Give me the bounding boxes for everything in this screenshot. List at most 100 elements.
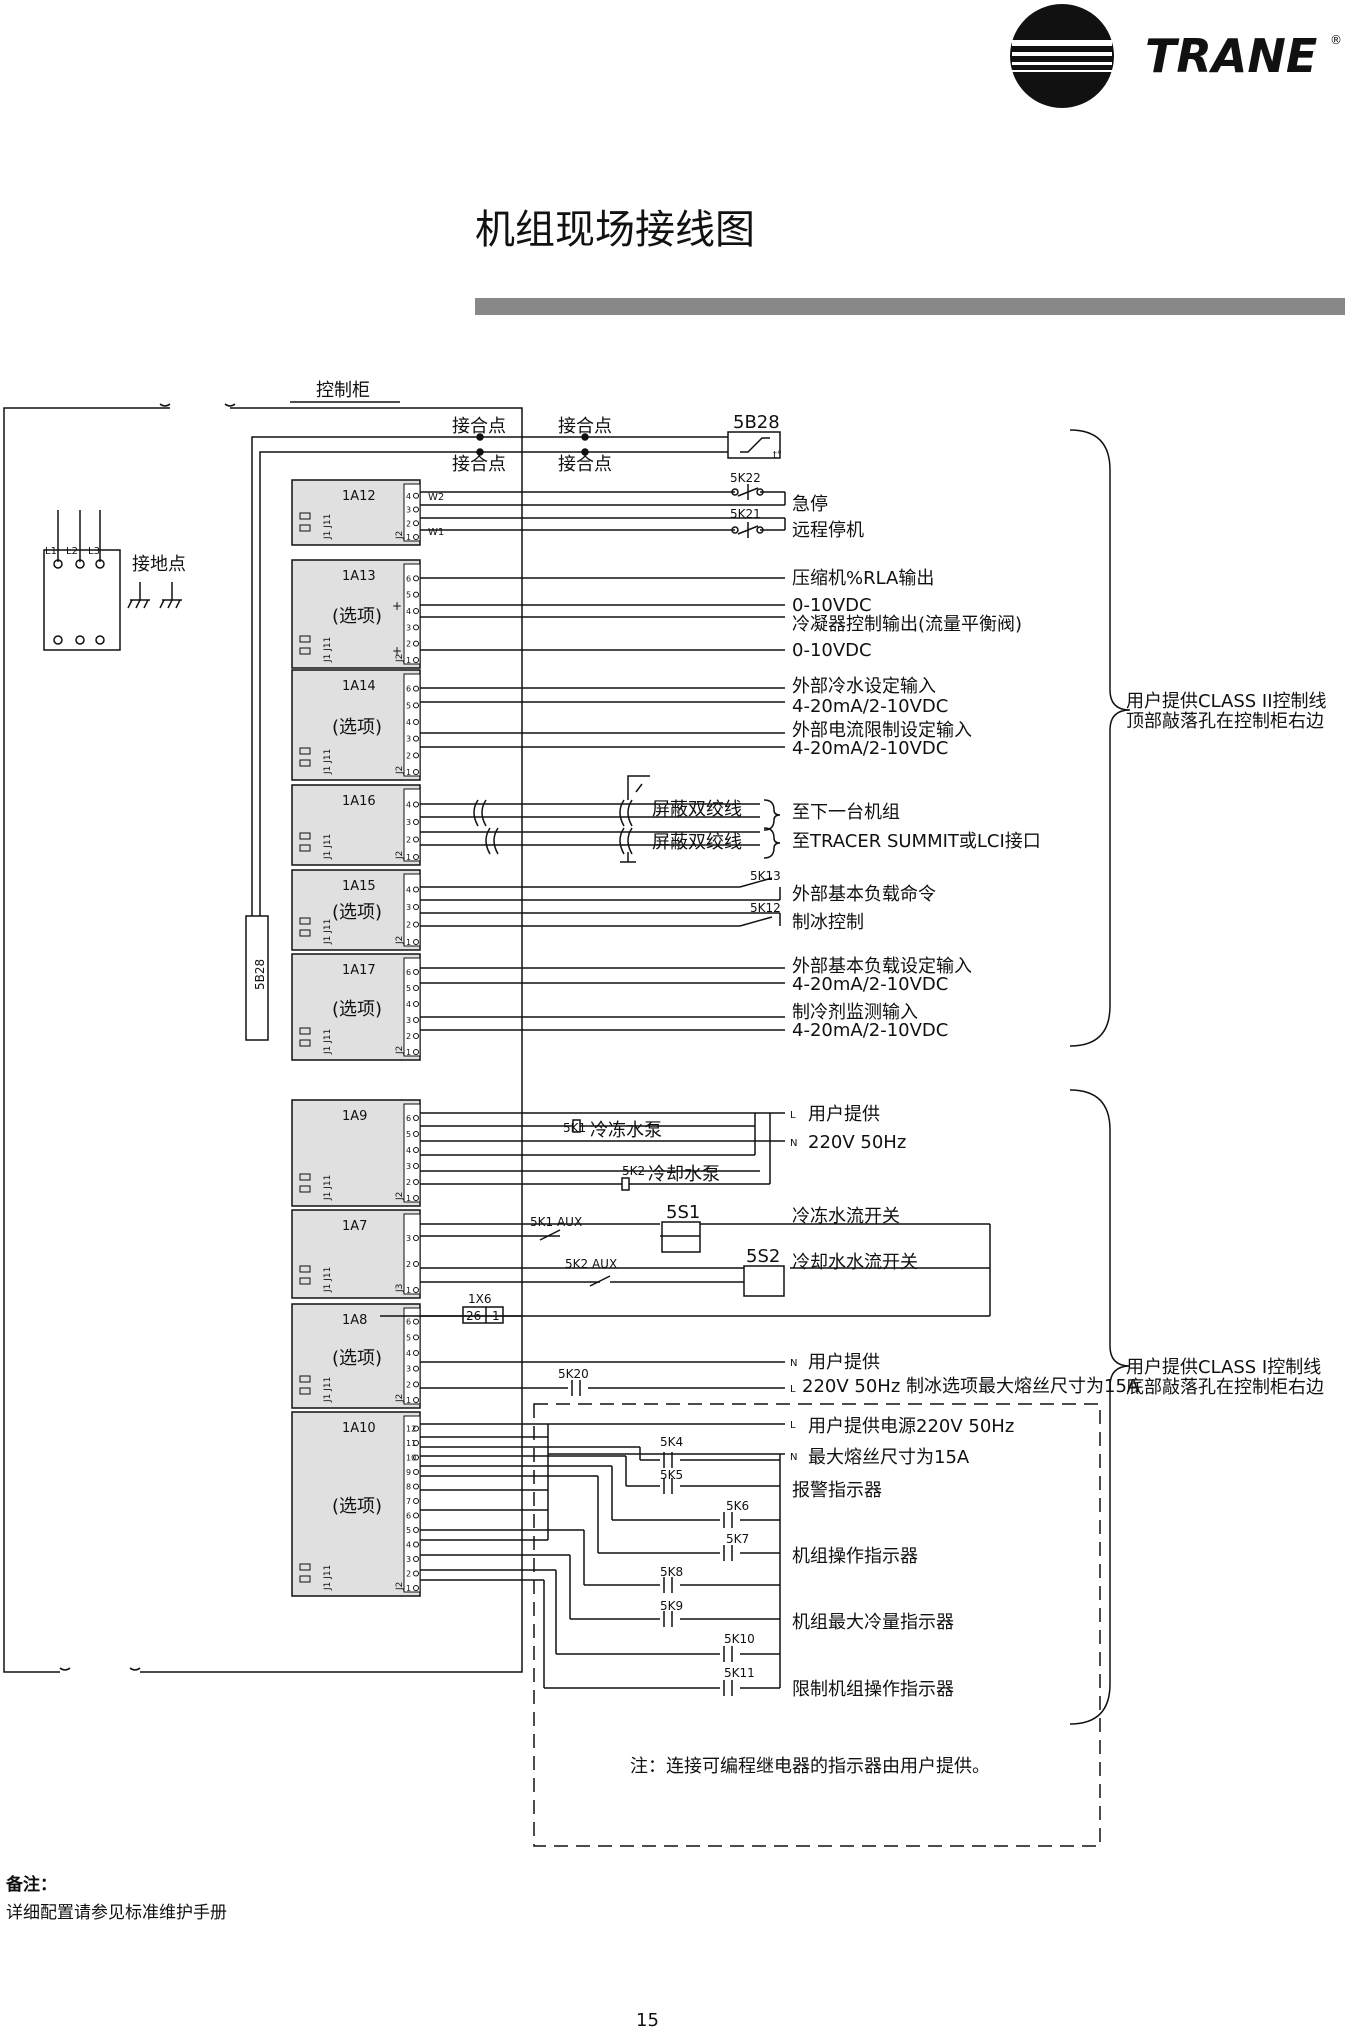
remote-stop-label: 远程停机 (792, 520, 864, 541)
module-pin (413, 1001, 419, 1007)
module-pin (413, 819, 419, 825)
module-pin-number: 6 (406, 685, 411, 694)
module-j1-j11-label: J1 J11 (323, 1029, 333, 1055)
module-j1-j11-label: J1 J11 (323, 1175, 333, 1201)
module-pin (413, 769, 419, 775)
module-pin-number: 3 (406, 735, 411, 744)
module-pin (413, 1541, 419, 1548)
sensor-side-label: 5B28 (253, 959, 267, 990)
module-pin (413, 640, 419, 647)
l2-label: L2 (66, 546, 78, 557)
module-connector (299, 512, 311, 520)
n-mark-3: N (790, 1452, 797, 1463)
module-id-label: 1A9 (342, 1109, 367, 1124)
module-pin (413, 854, 419, 860)
class1-wires (380, 1089, 1131, 1725)
to-next-unit-label: 至下一台机组 (792, 802, 900, 823)
module-id-label: 1A10 (342, 1421, 376, 1436)
module-box-1a16 (291, 784, 421, 866)
l1-label: L1 (45, 546, 57, 557)
module-pin (413, 1483, 419, 1490)
module-pin (413, 1381, 419, 1388)
module-pin (413, 1512, 419, 1519)
module-pin (413, 939, 419, 945)
user-supply-2-label: 用户提供 (808, 1352, 880, 1373)
module-j2-label: J2 (395, 851, 405, 860)
module-pin-number: 1 (406, 1194, 411, 1203)
rla-output-label: 压缩机%RLA输出 (792, 568, 934, 589)
n-mark-1: N (790, 1138, 797, 1149)
module-option-label: (选项) (332, 902, 382, 923)
unit-operation-label: 机组操作指示器 (792, 1546, 918, 1567)
module-pin (413, 591, 419, 598)
module-option-label: (选项) (332, 606, 382, 627)
module-pin (413, 752, 419, 759)
module-pin (413, 1033, 419, 1039)
module-connector (299, 647, 311, 655)
module-connector (299, 1375, 311, 1383)
page-number: 15 (636, 2010, 659, 2031)
module-id-label: 1A16 (342, 794, 376, 809)
module-pin (413, 1115, 419, 1121)
base-load-command-label: 外部基本负载命令 (792, 884, 936, 905)
ice-control-label: 制冰控制 (792, 912, 864, 933)
module-pin (413, 1049, 419, 1055)
module-pin (413, 1147, 419, 1153)
module-pin (413, 1585, 419, 1591)
k9-label: 5K9 (660, 1599, 683, 1613)
module-pin (413, 1318, 419, 1325)
w2-label: W2 (428, 492, 444, 503)
cw-flow-switch-label: 冷却水水流开关 (792, 1252, 918, 1273)
contact-point-3: 接合点 (452, 454, 506, 475)
module-terminal-strip (403, 563, 421, 665)
contact-point-4: 接合点 (558, 454, 612, 475)
module-pin-number: 1 (406, 1286, 411, 1295)
s2-label: 5S2 (746, 1246, 780, 1267)
module-j1-j11-label: J1 J11 (323, 514, 333, 540)
module-id-label: 1A7 (342, 1219, 367, 1234)
module-pin-number: 2 (406, 751, 411, 760)
module-connector (299, 832, 311, 840)
module-pin-number: 5 (406, 591, 411, 600)
module-j1-j11-label: J1 J11 (323, 919, 333, 945)
module-pin-number: 4 (406, 1146, 411, 1155)
module-box-1a15 (291, 869, 421, 951)
module-pin-number: 4 (406, 801, 411, 810)
alarm-indicator-label: 报警指示器 (792, 1480, 882, 1501)
module-pin-number: 12 (406, 1425, 416, 1434)
module-connector (299, 1027, 311, 1035)
base-load-setpoint-label: 外部基本负载设定输入 (792, 956, 972, 977)
plus-mark-2: + (392, 644, 402, 658)
relay-note: 注：连接可编程继电器的指示器由用户提供。 (630, 1756, 990, 1777)
module-pin (413, 506, 419, 513)
module-j2-label: J2 (395, 654, 405, 663)
module-pin (413, 1131, 419, 1137)
registered-mark: ® (1330, 33, 1342, 47)
module-pin (413, 1425, 419, 1432)
sensor-temp-mark: t° (773, 450, 782, 461)
module-pin-number: 3 (406, 623, 411, 632)
max-capacity-label: 机组最大冷量指示器 (792, 1612, 954, 1633)
module-pin-number: 3 (406, 1555, 411, 1564)
module-pin (413, 1017, 419, 1023)
module-connector (299, 1575, 311, 1583)
module-pin (413, 969, 419, 975)
module-pin-number: 6 (406, 1114, 411, 1123)
module-pin (413, 985, 419, 991)
module-pin-number: 1 (406, 656, 411, 665)
class1-note-line2: 底部敲落孔在控制柜右边 (1126, 1377, 1324, 1398)
module-pin (413, 735, 419, 742)
module-pin (413, 492, 419, 499)
contact-point-2: 接合点 (558, 416, 612, 437)
module-id-label: 1A12 (342, 489, 376, 504)
module-pin (413, 1454, 419, 1461)
ma-2-label: 4-20mA/2-10VDC (792, 738, 948, 759)
v220-1-label: 220V 50Hz (808, 1132, 906, 1153)
brand-text: TRANE (1145, 29, 1317, 83)
cabinet-label: 控制柜 (316, 380, 370, 401)
module-pin-number: 4 (406, 718, 411, 727)
cw-pump-label: 冷却水泵 (648, 1164, 720, 1185)
l-mark-1: L (790, 1110, 796, 1121)
cabinet-frame (3, 401, 523, 1673)
